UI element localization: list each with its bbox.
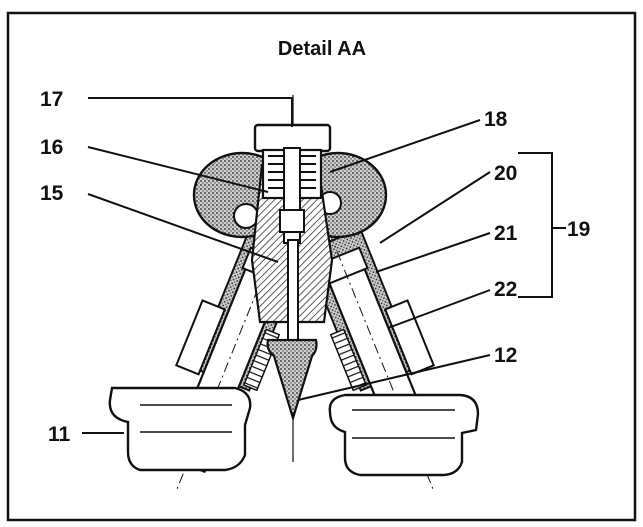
diagram-title: Detail AA	[278, 38, 366, 60]
conical-point	[266, 338, 318, 422]
callout-16: 16	[40, 136, 63, 159]
leader-lines	[82, 97, 566, 434]
callout-19: 19	[567, 218, 590, 241]
callout-17: 17	[40, 88, 63, 111]
callout-22: 22	[494, 278, 517, 301]
callout-12: 12	[494, 344, 517, 367]
right-handle	[328, 393, 480, 477]
stylus-rod	[287, 239, 299, 341]
callout-15: 15	[40, 182, 64, 205]
callout-21: 21	[494, 222, 518, 245]
callout-18: 18	[484, 108, 508, 131]
callout-11: 11	[48, 423, 71, 446]
left-handle	[108, 386, 252, 472]
callout-20: 20	[494, 162, 517, 185]
left-ball	[233, 203, 259, 229]
